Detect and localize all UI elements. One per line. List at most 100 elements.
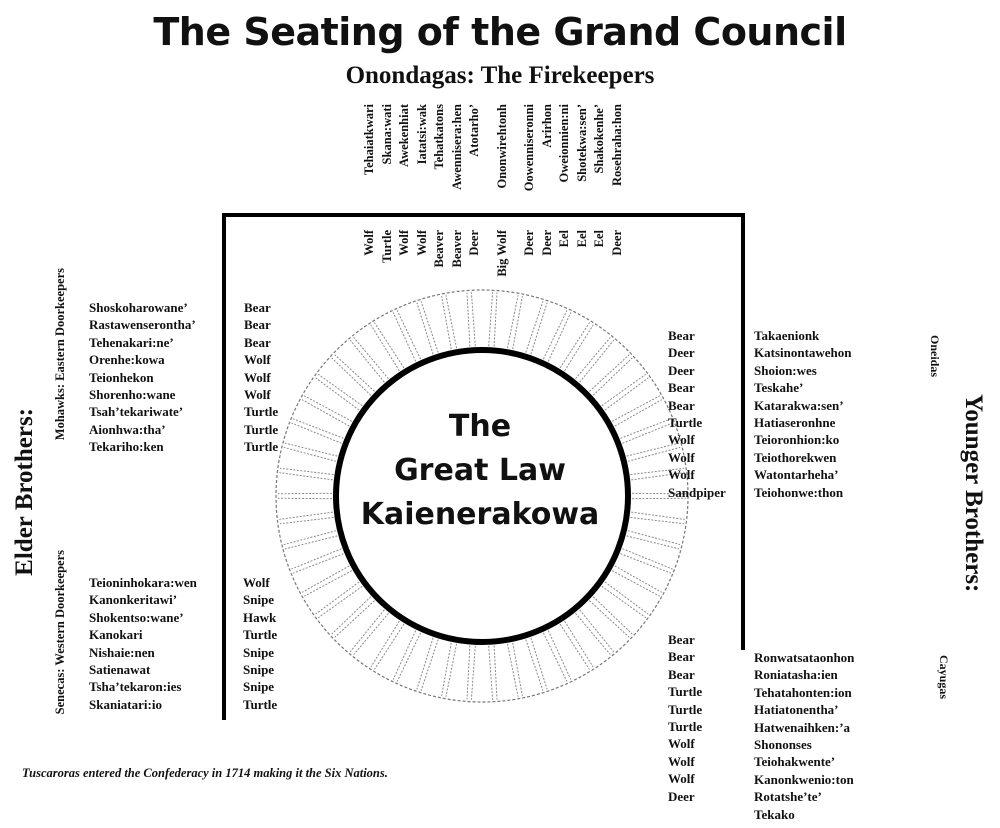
wampum-strand: [620, 418, 672, 439]
wampum-strand: [370, 620, 400, 668]
chief-name: Shokentso:wane’: [89, 609, 184, 625]
chief-name: Oweionnien:ni: [557, 104, 571, 183]
clan-name: Wolf: [244, 369, 271, 385]
clan-name: Deer: [467, 230, 481, 256]
clan-name: Hawk: [243, 609, 277, 625]
clan-name: Wolf: [668, 467, 695, 483]
chief-name: Takaenionk: [754, 328, 820, 343]
chief-name: Shoskoharowane’: [89, 300, 188, 315]
wampum-strand: [614, 399, 663, 427]
clan-name: Deer: [668, 362, 695, 378]
mohawk-names: Shoskoharowane’ Rastawenserontha’Tehenaka…: [89, 299, 196, 456]
chief-name: Hatwenaihken:’a: [754, 719, 851, 735]
chief-name: Tehatkatons: [432, 104, 446, 170]
clan-name: Turtle: [243, 696, 278, 712]
wampum-strand: [317, 373, 363, 407]
wampum-strand: [564, 620, 594, 668]
wampum-outer-ring: [275, 289, 689, 703]
chief-name: Teionhekon: [89, 369, 154, 385]
wampum-strand: [470, 645, 476, 700]
wampum-strand: [601, 585, 647, 619]
wampum-strand: [488, 645, 494, 700]
wampum-strand: [441, 295, 452, 350]
wampum-strand: [331, 357, 372, 396]
clan-name: Wolf: [244, 386, 271, 402]
clan-name: Deer: [609, 230, 624, 256]
great-law-line-1: The: [448, 409, 512, 444]
wampum-strand: [353, 337, 389, 380]
wampum-strand: [349, 609, 385, 653]
oneidas-label: Oneidas: [928, 335, 942, 378]
clan-name: Snipe: [243, 661, 275, 677]
clan-name: Snipe: [243, 679, 275, 695]
wampum-strand: [470, 292, 476, 347]
wampum-strand: [466, 292, 471, 347]
clan-name: Beaver: [449, 230, 464, 268]
chief-name: Teiohonwe:thon: [754, 484, 844, 500]
wampum-strand: [559, 623, 590, 670]
chief-name: Atotarho’: [467, 104, 481, 157]
clan-name: Turtle: [668, 414, 703, 430]
wampum-strand: [589, 600, 630, 638]
clan-name: Wolf: [414, 230, 429, 256]
chief-name: Tekariho:ken: [89, 439, 164, 455]
chief-name: Ononwirehtonh: [494, 104, 509, 189]
wampum-strand: [334, 600, 375, 638]
chief-name: Katarakwa:sen’: [754, 397, 844, 413]
clan-name: Wolf: [668, 771, 695, 787]
wampum-strand: [547, 630, 572, 680]
chief-name: Teskahe’: [754, 380, 804, 396]
footnote: Tuscaroras entered the Confederacy in 17…: [22, 766, 388, 780]
clan-name: Bear: [668, 328, 695, 343]
clan-name: Turtle: [243, 627, 278, 643]
chief-name: Shotekwa:sen’: [574, 104, 589, 182]
chief-name: Teiothorekwen: [754, 449, 837, 465]
wampum-strand: [301, 565, 350, 593]
clan-name: Eel: [574, 230, 589, 248]
chief-name: Watontarheha’: [754, 467, 839, 483]
wampum-strand: [331, 596, 372, 635]
chief-name: Tehenakari:ne’: [89, 334, 174, 350]
clan-name: Turtle: [244, 421, 279, 437]
wampum-strand: [374, 322, 405, 369]
chief-name: Roniatasha:ien: [754, 667, 838, 683]
chief-name: Oowenniseronni: [522, 104, 536, 192]
clan-name: Turtle: [668, 701, 703, 717]
great-law-line-2: Great Law: [394, 453, 566, 488]
clan-name: Bear: [244, 317, 271, 333]
wampum-strand: [575, 612, 611, 655]
clan-name: Turtle: [244, 439, 279, 455]
younger-brothers-label: Younger Brothers:: [960, 394, 987, 593]
chief-name: Kanonkeritawi’: [89, 592, 178, 608]
chief-name: Awennisera:hen: [449, 104, 464, 190]
chief-name: Satienawat: [89, 661, 151, 677]
wampum-strand: [292, 418, 344, 439]
wampum-strand: [420, 639, 439, 691]
wampum-strand: [279, 467, 334, 476]
wampum-strand: [525, 639, 544, 691]
clan-name: Turtle: [379, 230, 394, 263]
wampum-strand: [420, 301, 439, 353]
clan-name: Big Wolf: [494, 230, 509, 277]
cayugas-label: Cayugas: [937, 655, 951, 700]
wampum-strand: [396, 632, 422, 682]
chief-name: Skaniatari:io: [89, 696, 162, 712]
clan-name: Wolf: [397, 230, 411, 256]
chief-name: Tsah’tekariwate’: [89, 404, 184, 420]
wampum-strand: [604, 581, 649, 615]
clan-name: Deer: [522, 230, 536, 256]
clan-name: Sandpiper: [668, 484, 726, 500]
clan-name: Deer: [539, 230, 554, 256]
clan-name: Eel: [557, 230, 571, 248]
wampum-strand: [592, 357, 633, 396]
clan-name: Turtle: [244, 404, 279, 420]
wampum-strand: [592, 596, 633, 635]
wampum-strand: [620, 553, 672, 574]
chief-name: Rastawenserontha’: [89, 317, 196, 333]
wampum-strand: [370, 324, 400, 372]
